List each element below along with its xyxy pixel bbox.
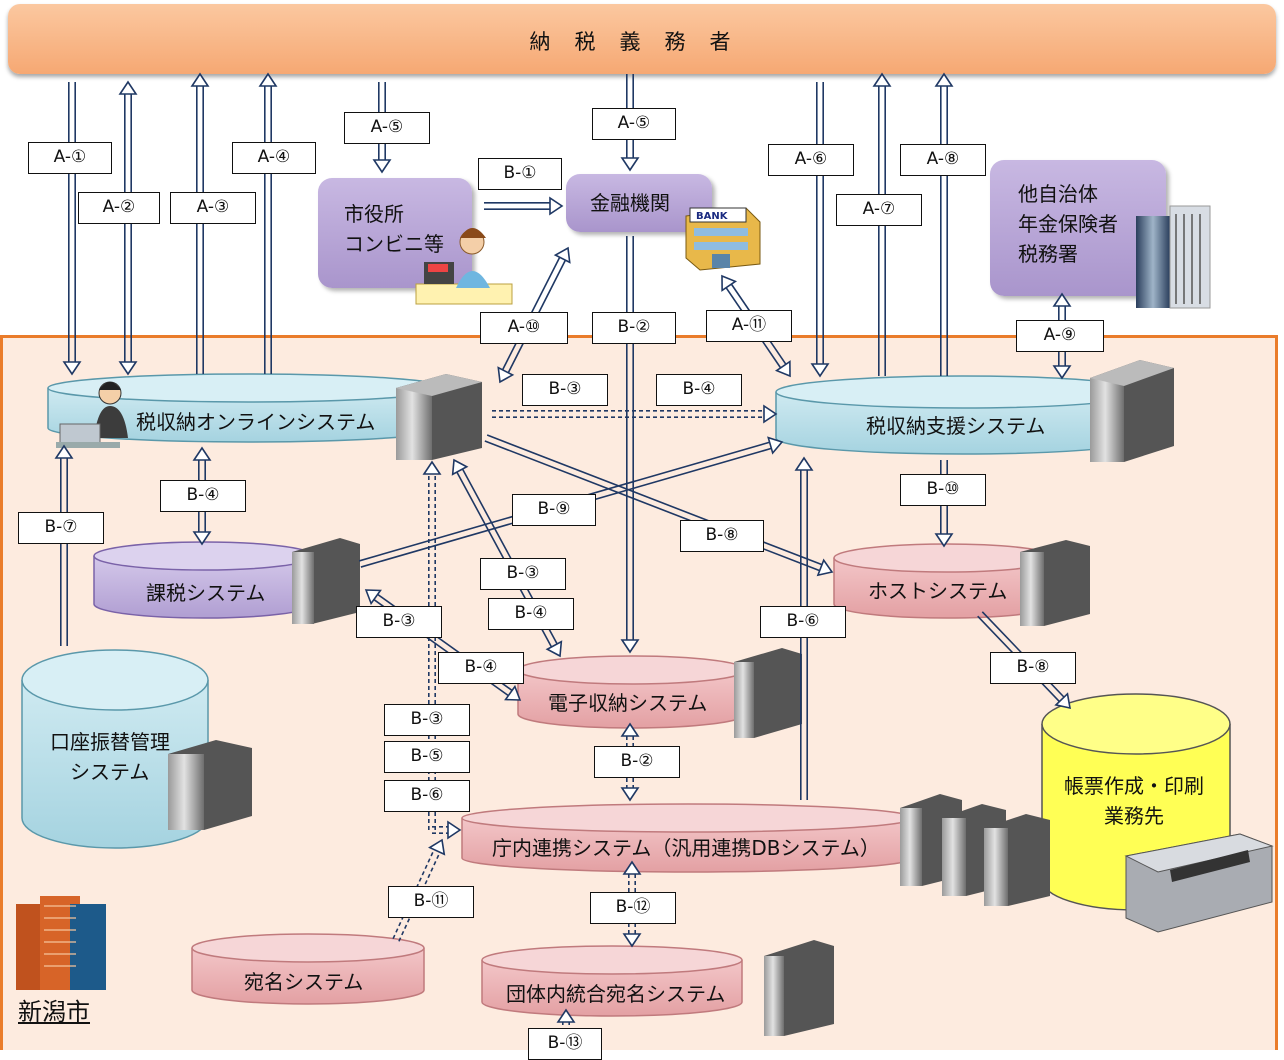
label-b2-top: B-② (592, 312, 676, 344)
label-a7: A-⑦ (836, 194, 922, 226)
label-a10: A-⑩ (480, 312, 568, 344)
label-a4: A-④ (232, 142, 316, 174)
label-b6-left: B-⑥ (384, 780, 470, 812)
arrow-a7 (872, 72, 892, 376)
account-transfer-label-2: システム (70, 760, 150, 784)
cylinder-account-transfer (21, 649, 209, 849)
other-orgs-label-1: 他自治体 (1018, 182, 1098, 206)
clerk-counter-icon (415, 228, 513, 305)
server-icon-tax-online (396, 374, 482, 460)
arrow-a6 (810, 82, 830, 378)
label-b4-top: B-④ (656, 374, 742, 406)
bank-label: 金融機関 (590, 191, 670, 215)
address-label: 宛名システム (244, 970, 364, 994)
label-b12: B-⑫ (590, 892, 676, 924)
server-icon-integrated-address (764, 940, 834, 1036)
taxpayer-header: 納税義務者 (8, 4, 1276, 74)
city-office-label-2: コンビニ等 (344, 232, 444, 256)
label-a11: A-⑪ (706, 310, 792, 342)
server-icon-internal-link (900, 794, 1050, 906)
label-b13: B-⑬ (528, 1028, 602, 1060)
city-office-label-1: 市役所 (344, 202, 404, 226)
label-b3-mid: B-③ (480, 558, 566, 590)
label-b7: B-⑦ (18, 512, 104, 544)
arrow-b1 (484, 196, 564, 216)
form-printing-label-1: 帳票作成・印刷 (1064, 774, 1204, 798)
label-b2-bottom: B-② (594, 746, 680, 778)
arrow-a4 (258, 72, 278, 374)
label-b8-lower: B-⑧ (990, 652, 1076, 684)
e-payment-label: 電子収納システム (548, 691, 708, 715)
label-a5-left: A-⑤ (344, 112, 430, 144)
tax-support-label: 税収納支援システム (866, 414, 1046, 438)
label-b1: B-① (478, 158, 562, 190)
label-a2: A-② (78, 192, 160, 224)
label-b6-right: B-⑥ (760, 606, 846, 638)
server-icon-tax-support (1090, 360, 1174, 462)
server-icon-host (1020, 540, 1090, 626)
label-b9: B-⑨ (512, 494, 596, 526)
cylinder-e-payment (517, 655, 747, 729)
office-building-icon (1136, 205, 1211, 309)
label-b11: B-⑪ (388, 886, 474, 918)
bank-building-icon: BANK (685, 207, 761, 271)
label-b4-left: B-④ (160, 480, 246, 512)
arrow-a1 (62, 82, 82, 376)
label-a6: A-⑥ (768, 144, 854, 176)
taxpayer-title: 納税義務者 (529, 30, 755, 54)
label-b5: B-⑤ (384, 741, 470, 773)
arrow-b2-dashed (620, 722, 640, 802)
internal-link-label: 庁内連携システム（汎用連携DBシステム） (492, 836, 880, 860)
cylinder-tax-support (775, 375, 1149, 455)
other-orgs-label-3: 税務署 (1018, 242, 1078, 266)
arrow-a3 (190, 72, 210, 374)
city-name-label: 新潟市 (18, 998, 90, 1026)
arrow-a8 (934, 72, 954, 376)
arrow-a2 (118, 80, 138, 376)
cylinder-taxation (93, 541, 315, 619)
server-icon-account-transfer (168, 740, 252, 830)
host-label: ホストシステム (868, 579, 1008, 603)
cylinder-address (191, 933, 425, 1005)
label-b4-mid: B-④ (488, 598, 574, 630)
account-transfer-label-1: 口座振替管理 (50, 730, 170, 754)
cylinder-host (833, 543, 1059, 619)
city-hall-building-icon (16, 896, 106, 990)
label-a5-right: A-⑤ (592, 108, 676, 140)
tax-online-label: 税収納オンラインシステム (136, 410, 376, 434)
integrated-address-label: 団体内統合宛名システム (506, 982, 726, 1006)
arrow-b2 (620, 236, 640, 654)
label-b3-left: B-③ (356, 606, 442, 638)
label-a1: A-① (28, 142, 112, 174)
label-a3: A-③ (170, 192, 256, 224)
label-b3-lower: B-③ (384, 704, 470, 736)
label-a9: A-⑨ (1016, 320, 1104, 352)
cylinder-integrated-address (481, 945, 743, 1017)
label-b10: B-⑩ (900, 474, 986, 506)
operator-person-icon (56, 381, 128, 448)
server-icon-taxation (292, 538, 360, 624)
arrow-b7 (54, 444, 74, 646)
label-b3-top: B-③ (522, 374, 608, 406)
cylinder-internal-link (461, 803, 915, 873)
printer-icon (1124, 833, 1274, 933)
label-b8-top: B-⑧ (680, 520, 764, 552)
form-printing-label-2: 業務先 (1104, 804, 1164, 828)
bank-sign-text: BANK (696, 211, 729, 222)
arrow-b3-b4-dashed (492, 404, 778, 424)
label-b4-lower: B-④ (438, 652, 524, 684)
taxation-label: 課税システム (146, 581, 266, 605)
server-icon-e-payment (734, 648, 802, 738)
other-orgs-label-2: 年金保険者 (1018, 212, 1118, 236)
arrow-b6-dashed (432, 820, 462, 840)
label-a8: A-⑧ (900, 144, 986, 176)
